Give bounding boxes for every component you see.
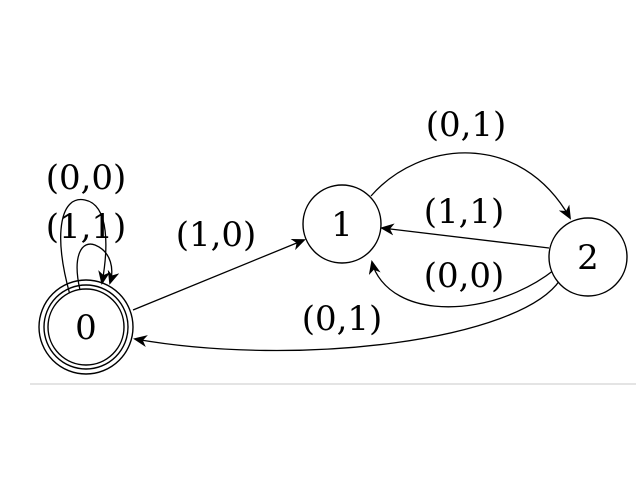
edge-0-0-a (60, 198, 111, 296)
state-1-circle (302, 184, 382, 264)
edge-label-2-1-b: (0,0) (424, 256, 505, 296)
edge-2-0 (133, 279, 561, 352)
edge-0-0-b (76, 243, 120, 291)
state-0-circle (47, 288, 125, 366)
edge-0-1 (132, 238, 306, 311)
state-0-label: 0 (75, 308, 97, 348)
edge-label-1-2: (0,1) (426, 105, 507, 145)
state-0: 0 (38, 279, 134, 375)
state-1-label: 1 (331, 205, 353, 245)
edge-label-2-0: (0,1) (302, 299, 383, 339)
state-1: 1 (302, 184, 382, 264)
state-0-middle-ring (43, 284, 129, 370)
edge-label-0-1: (1,0) (176, 215, 257, 255)
state-0-outer-ring (38, 279, 134, 375)
edge-2-1-a (380, 223, 550, 249)
edge-label-0-0-a: (0,0) (46, 158, 127, 198)
state-2: 2 (548, 217, 628, 297)
edge-2-1-b (368, 260, 555, 308)
state-2-circle (548, 217, 628, 297)
edge-1-2 (370, 152, 571, 220)
edge-label-0-0-b: (1,1) (46, 207, 127, 247)
state-2-label: 2 (577, 238, 599, 278)
edge-label-2-1-a: (1,1) (424, 192, 505, 232)
